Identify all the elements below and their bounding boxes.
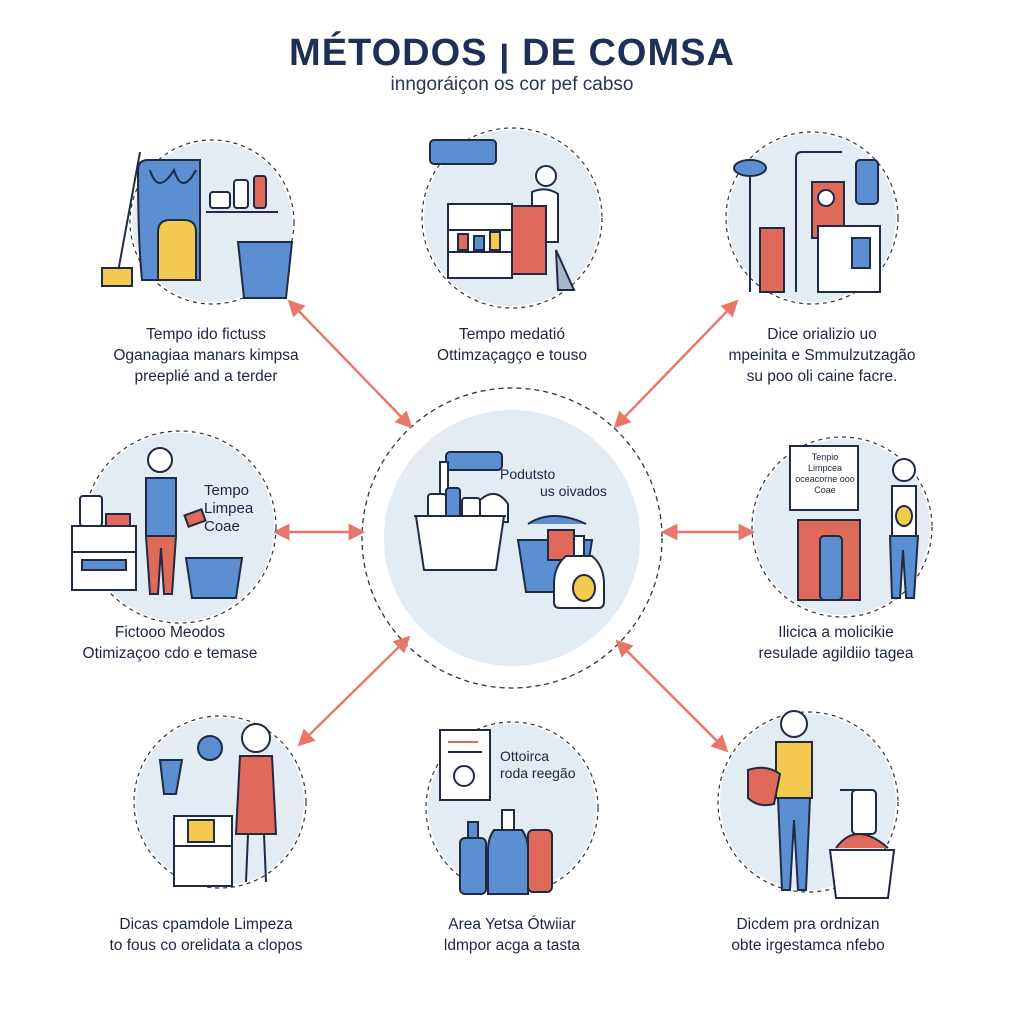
caption-middle-left: Fictooo Meodos Otimizaçoo cdo e temase bbox=[50, 622, 290, 664]
inner-label-line: oceacorne ooo bbox=[795, 474, 855, 484]
sponge-icon bbox=[197, 735, 223, 761]
inner-label-line: Limpea bbox=[204, 500, 254, 517]
caption-top-right: Dice orializio uo mpeinita e Smmulzutzag… bbox=[702, 324, 942, 387]
person-icon bbox=[535, 165, 557, 187]
person-icon bbox=[780, 710, 808, 738]
caption-line: to fous co orelidata a clopos bbox=[109, 937, 303, 954]
caption-line: Tempo medatió bbox=[459, 326, 565, 343]
caption-middle-right: Ilicica a molicikie resulade agildiio ta… bbox=[716, 622, 956, 664]
node-top-left bbox=[101, 139, 295, 305]
inner-label-line: roda reegão bbox=[500, 765, 576, 781]
bottle-icon bbox=[459, 837, 487, 895]
sign-board-icon bbox=[789, 445, 859, 511]
person-icon bbox=[892, 458, 916, 482]
caption-bottom-right: Dicdem pra ordnizan obte irgestamca nfeb… bbox=[688, 914, 928, 956]
basket-icon bbox=[828, 849, 896, 899]
caption-line: Oganagiaa manars kimpsa bbox=[113, 347, 299, 364]
caption-line: Ilicica a molicikie bbox=[778, 624, 894, 641]
center-label-line: Podutsto bbox=[500, 466, 556, 482]
cleaning-bucket-icon bbox=[414, 451, 509, 571]
caption-line: Area Yetsa Ótwiiar bbox=[448, 916, 576, 933]
mop-icon bbox=[117, 151, 141, 273]
caption-top-left: Tempo ido fictuss Oganagiaa manars kimps… bbox=[86, 324, 326, 387]
spray-bottle-icon bbox=[553, 535, 605, 609]
inner-label-line: Coae bbox=[814, 485, 836, 495]
node-middle-right bbox=[751, 436, 933, 618]
page-title: MÉTODOS ꞁ DE COMSA bbox=[289, 32, 735, 74]
node-bottom-right bbox=[717, 710, 899, 899]
page-subtitle: inngoráiçon os cor pef cabso bbox=[390, 74, 634, 95]
bucket-icon bbox=[236, 241, 294, 299]
connector-arrows bbox=[272, 299, 756, 753]
inner-label-line: Tempo bbox=[204, 482, 250, 499]
caption-top-center: Tempo medatió Ottimzaçagço e touso bbox=[392, 324, 632, 366]
inner-label-line: Coae bbox=[204, 518, 240, 535]
center-label: Podutsto us oivados bbox=[500, 466, 607, 500]
bottle-icon bbox=[759, 227, 785, 293]
person-icon bbox=[241, 723, 271, 753]
bottom-center-inner-label: Ottoirca roda reegão bbox=[500, 748, 576, 782]
caption-bottom-left: Dicas cpamdole Limpeza to fous co orelid… bbox=[86, 914, 326, 956]
middle-left-inner-label: Tempo Limpea Coae bbox=[204, 482, 253, 536]
caption-line: Dice orializio uo bbox=[767, 326, 877, 343]
middle-right-inner-label: Tenpio Limpcea oceacorne ooo Coae bbox=[794, 452, 856, 496]
caption-line: Dicas cpamdole Limpeza bbox=[119, 916, 293, 933]
caption-line: su poo oli caine facre. bbox=[746, 368, 898, 385]
spray-bottle-icon bbox=[851, 789, 877, 835]
inner-label-line: Tenpio bbox=[811, 452, 839, 462]
node-top-right bbox=[725, 131, 899, 305]
node-bottom-left bbox=[133, 715, 307, 889]
cabinet-icon bbox=[71, 525, 137, 591]
node-middle-left bbox=[71, 430, 277, 624]
center-label-line: us oivados bbox=[540, 483, 607, 499]
caption-line: mpeinita e Smmulzutzagão bbox=[728, 347, 916, 364]
document-icon bbox=[439, 729, 491, 801]
center-node bbox=[361, 387, 663, 689]
caption-line: Dicdem pra ordnizan bbox=[736, 916, 880, 933]
caption-line: Fictooo Meodos bbox=[114, 624, 226, 641]
node-bottom-center bbox=[425, 721, 599, 895]
caption-bottom-center: Area Yetsa Ótwiiar ldmpor acga a tasta bbox=[392, 914, 632, 956]
node-top-center bbox=[421, 127, 603, 309]
caption-line: Otimizaçoo cdo e temase bbox=[82, 645, 258, 662]
caption-line: preeplié and a terder bbox=[134, 368, 278, 385]
caption-line: obte irgestamca nfebo bbox=[731, 937, 885, 954]
inner-label-line: Limpcea bbox=[807, 463, 843, 473]
inner-label-line: Ottoirca bbox=[500, 748, 550, 764]
tub-icon bbox=[184, 557, 244, 599]
caption-line: ldmpor acga a tasta bbox=[443, 937, 581, 954]
caption-line: Tempo ido fictuss bbox=[146, 326, 266, 343]
caption-line: resulade agildiio tagea bbox=[758, 645, 914, 662]
caption-line: Ottimzaçagço e touso bbox=[437, 347, 587, 364]
person-icon bbox=[147, 447, 173, 473]
